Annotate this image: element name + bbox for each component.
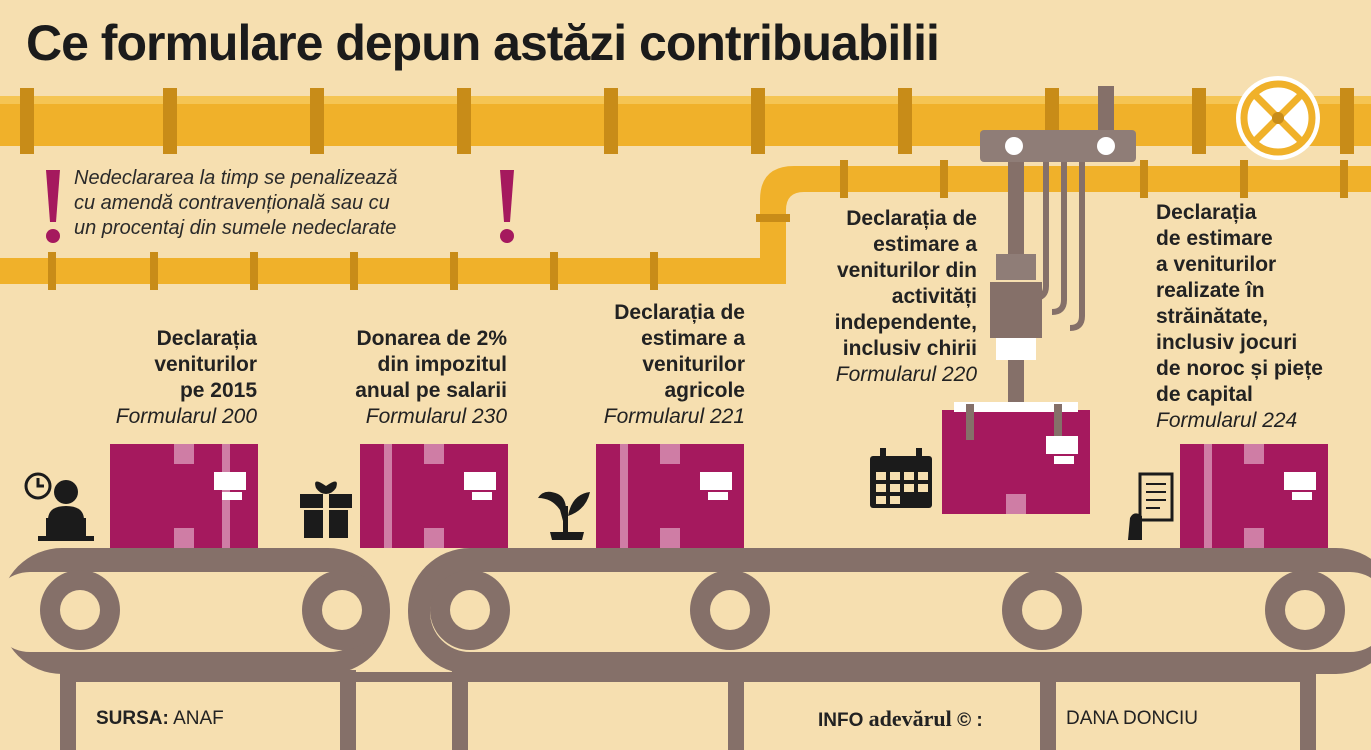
warning-line: cu amendă contravențională sau cu (74, 192, 390, 214)
warning-line: un procentaj din sumele nedeclarate (74, 217, 397, 239)
gift-icon (300, 481, 352, 538)
form-number: Formularul 221 (603, 405, 745, 428)
exclamation-icon (46, 170, 514, 243)
copyright-mark: © : (957, 710, 983, 731)
author-credit: DANA DONCIU (1066, 708, 1198, 729)
form-label-line: străinătate, (1156, 305, 1269, 328)
valve-wheel-icon (1236, 76, 1320, 160)
source-credit: SURSA: ANAF (96, 708, 224, 730)
penalty-warning: Nedeclararea la timp se penalizează cu a… (74, 166, 398, 241)
form-label-line: Declarația de (846, 207, 977, 230)
form-label-line: independente, (834, 311, 977, 334)
parcel-box-lifted (942, 402, 1090, 514)
form-number: Formularul 224 (1156, 409, 1298, 432)
form-number: Formularul 220 (835, 363, 977, 386)
form-label-line: veniturilor (642, 353, 745, 376)
form-label-line: estimare a (873, 233, 977, 256)
form-label-line: inclusiv jocuri (1156, 331, 1298, 354)
clock-person-laptop-icon (24, 472, 94, 541)
form-label-line: inclusiv chirii (842, 337, 977, 360)
parcel-box (1180, 444, 1328, 548)
form-label-230: Donarea de 2% din impozitul anual pe sal… (355, 326, 507, 430)
parcel-box (360, 444, 508, 548)
form-label-line: Declarația (156, 327, 257, 350)
form-label-line: de capital (1156, 383, 1253, 406)
parcel-box (110, 444, 258, 548)
warning-line: Nedeclararea la timp se penalizează (74, 167, 398, 189)
form-label-line: de noroc și piețe (1156, 357, 1323, 380)
form-label-line: de estimare (1156, 227, 1273, 250)
form-label-line: anual pe salarii (355, 379, 507, 402)
info-label: INFO (818, 710, 864, 731)
plant-icon (538, 491, 590, 540)
conveyor-belt-left (0, 548, 390, 674)
form-label-220: Declarația de estimare a veniturilor din… (835, 206, 977, 388)
form-label-line: a veniturilor (1156, 253, 1277, 276)
pipe-top (0, 88, 1371, 154)
form-label-line: agricole (664, 379, 745, 402)
conveyor-stand (60, 670, 1316, 750)
document-hand-icon (1128, 472, 1174, 540)
form-number: Formularul 230 (365, 405, 507, 428)
calendar-icon (870, 448, 932, 508)
form-label-224: Declarația de estimare a veniturilor rea… (1156, 200, 1323, 434)
form-label-line: pe 2015 (179, 379, 257, 402)
source-value: ANAF (173, 708, 224, 729)
form-label-line: Declarația de (614, 301, 745, 324)
form-label-line: estimare a (641, 327, 745, 350)
form-label-line: realizate în (1156, 279, 1265, 302)
info-credit: INFO adevărul © : (818, 706, 983, 732)
form-label-221: Declarația de estimare a veniturilor agr… (604, 300, 745, 430)
brand-logo: adevărul (868, 706, 952, 731)
form-label-line: Donarea de 2% (356, 327, 507, 350)
form-number: Formularul 200 (115, 405, 257, 428)
form-label-line: veniturilor (154, 353, 257, 376)
machine-arm (980, 86, 1136, 404)
conveyor-belt-right (408, 548, 1371, 674)
form-label-line: Declarația (1156, 201, 1257, 224)
parcel-box (596, 444, 744, 548)
page-title: Ce formulare depun astăzi contribuabilii (26, 15, 940, 71)
form-label-line: veniturilor din (836, 259, 977, 282)
source-label: SURSA: (96, 708, 169, 729)
form-label-line: activități (891, 285, 977, 308)
form-label-200: Declarația veniturilor pe 2015 Formularu… (116, 326, 257, 430)
form-label-line: din impozitul (377, 353, 507, 376)
